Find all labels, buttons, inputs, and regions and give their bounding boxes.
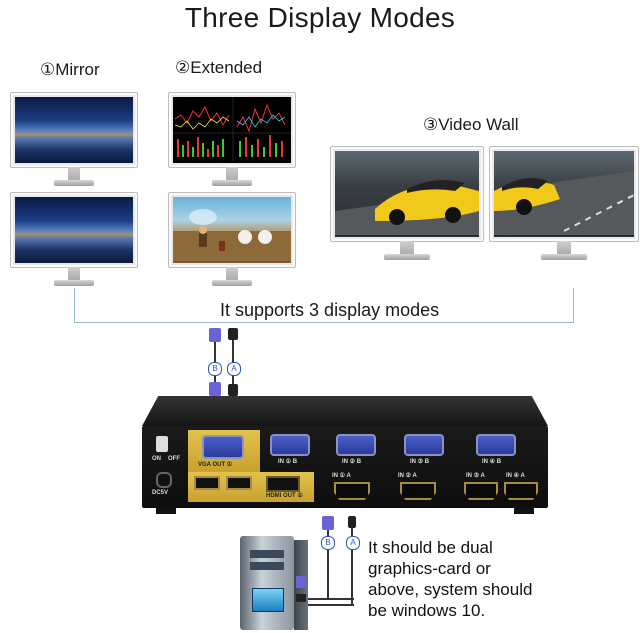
sports-car-left-screen <box>335 151 479 237</box>
cable-label-a: A <box>227 362 241 376</box>
input-group-3: IN ③ B IN ② A <box>394 430 454 502</box>
game-scene-screen <box>173 197 291 263</box>
note-line-4: be windows 10. <box>368 600 636 621</box>
mode-label-video-wall: ③Video Wall <box>423 115 519 135</box>
sports-car-right-screen <box>494 151 634 237</box>
switch-off-label: OFF <box>168 456 180 462</box>
power-switch[interactable] <box>156 436 168 452</box>
vga-in-label-3: IN ③ B <box>410 458 429 465</box>
input-group-1: IN ① B <box>262 430 316 470</box>
hdmi-in-label-4: IN ④ A <box>506 472 525 479</box>
vga-out-label: VGA OUT ① <box>198 461 232 468</box>
hdmi-in-port-2[interactable] <box>400 482 436 500</box>
desert-wallpaper-screen <box>15 197 133 263</box>
modes-caption: It supports 3 display modes <box>218 300 441 321</box>
hdmi-in-label-1: IN ① A <box>332 472 351 479</box>
hdmi-in-port-4[interactable] <box>504 482 538 500</box>
usb-hdmi-out-panel: HDMI OUT ① <box>188 472 314 502</box>
vga-in-label-2: IN ② B <box>342 458 361 465</box>
stock-chart-screen <box>173 97 291 163</box>
switch-on-label: ON <box>152 456 161 462</box>
usb-port-1[interactable] <box>194 476 220 490</box>
vga-in-label-4: IN ④ B <box>482 458 501 465</box>
mode-label-mirror: ①Mirror <box>40 60 100 80</box>
pc-cable-icon: B A <box>318 516 362 606</box>
pc-cable-label-b: B <box>321 536 335 550</box>
pc-tower-icon <box>240 536 310 630</box>
note-line-2: graphics-card or <box>368 558 636 579</box>
dc-power-jack[interactable] <box>156 472 172 488</box>
vga-in-port-1[interactable] <box>270 434 310 456</box>
note-line-1: It should be dual <box>368 537 636 558</box>
vga-out-port[interactable] <box>202 435 244 459</box>
hdmi-out-port[interactable] <box>266 476 300 492</box>
usb-port-2[interactable] <box>226 476 252 490</box>
extended-monitor-top <box>168 92 296 190</box>
hdmi-out-label: HDMI OUT ① <box>266 492 303 499</box>
input-group-2: IN ② B IN ① A <box>326 430 386 502</box>
page-title: Three Display Modes <box>0 2 640 34</box>
power-label: DC5V <box>152 490 168 496</box>
kvm-switch-top <box>142 396 548 426</box>
extended-monitor-bottom <box>168 192 296 290</box>
note-line-3: above, system should <box>368 579 636 600</box>
hdmi-in-label-3: IN ③ A <box>466 472 485 479</box>
kvm-switch-front-panel: ON OFF DC5V VGA OUT ① HDMI OUT ① IN ① B … <box>142 426 548 508</box>
video-wall-monitor-right <box>489 146 639 264</box>
requirement-note: It should be dual graphics-card or above… <box>368 537 636 621</box>
desert-wallpaper-screen <box>15 97 133 163</box>
vga-hdmi-cable-icon: B A <box>206 328 242 398</box>
input-group-4: IN ④ B IN ③ A IN ④ A <box>460 430 542 502</box>
video-wall-monitor-left <box>330 146 484 264</box>
mirror-monitor-top <box>10 92 138 190</box>
vga-in-port-2[interactable] <box>336 434 376 456</box>
vga-in-port-4[interactable] <box>476 434 516 456</box>
mode-label-extended: ②Extended <box>175 58 262 78</box>
hdmi-in-label-2: IN ② A <box>398 472 417 479</box>
hdmi-in-port-3[interactable] <box>464 482 498 500</box>
hdmi-in-port-1[interactable] <box>334 482 370 500</box>
vga-out-panel: VGA OUT ① <box>188 430 260 472</box>
kvm-foot-left <box>156 508 176 514</box>
mirror-monitor-bottom <box>10 192 138 290</box>
vga-in-port-3[interactable] <box>404 434 444 456</box>
vga-in-label-1: IN ① B <box>278 458 297 465</box>
kvm-foot-right <box>514 508 534 514</box>
cable-label-b: B <box>208 362 222 376</box>
pc-cable-label-a: A <box>346 536 360 550</box>
